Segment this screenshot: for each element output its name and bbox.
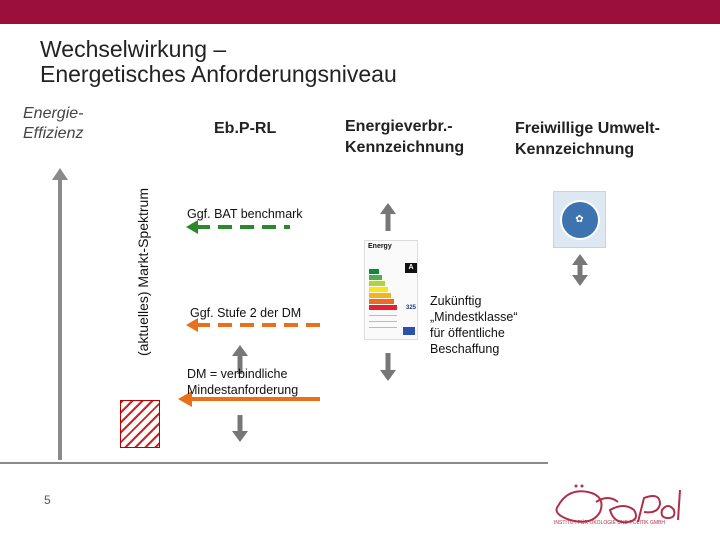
dm-note-line-1: DM = verbindliche [187,367,288,381]
energy-value: 325 [406,305,417,311]
energy-bar-1 [369,269,379,274]
eco-heading-line-2: Kennzeichnung [515,141,635,158]
energy-label-icon: Energy A 325 [364,240,418,340]
dm-minimum-note: DM = verbindliche Mindestanforderung [187,366,298,398]
ebp-down-arrow-icon [232,415,248,442]
label-text-line [369,327,397,328]
blue-angel-emblem-icon: ✿ [559,199,600,240]
dm-note-line-2: Mindestanforderung [187,383,299,397]
eco-label-up-down-arrow-icon [572,254,588,286]
bat-benchmark-note: Ggf. BAT benchmark [187,207,303,221]
page-number: 5 [44,493,51,507]
energy-label-up-arrow-icon [380,203,396,231]
efficiency-axis-label: Energie- Effizienz [23,104,83,144]
energy-label-down-arrow-icon [380,353,396,381]
future-minimum-class-note: Zukünftig „Mindestklasse“ für öffentlich… [430,293,518,357]
dm-left-arrow-icon [178,391,320,407]
slide-title: Wechselwirkung – Energetisches Anforderu… [40,37,397,87]
top-accent-bar [0,0,720,24]
bat-left-arrow-icon [186,220,290,234]
ebp-up-arrow-icon [232,345,248,374]
okopol-logo-graphic [555,484,681,524]
energy-bar-4 [369,287,388,292]
efficiency-label-line-2: Effizienz [23,125,84,142]
energy-class-badge: A [405,263,417,273]
ebp-column-heading: Eb.P-RL [214,120,277,137]
okopol-logo-subtitle: INSTITUT FÜR ÖKOLOGIE UND POLITIK GMBH [554,520,666,526]
label-text-line [369,315,397,316]
label-text-line [369,321,397,322]
title-line-2: Energetisches Anforderungsniveau [40,61,397,87]
energy-label-column-heading: Energieverbr.- Kennzeichnung [345,116,464,158]
energy-bar-7 [369,305,397,310]
energy-bar-6 [369,299,394,304]
efficiency-label-line-1: Energie- [23,105,84,122]
eu-flag-icon [403,327,415,335]
energy-bar-5 [369,293,391,298]
stage2-note: Ggf. Stufe 2 der DM [190,306,302,320]
energy-bar-2 [369,275,382,280]
okopol-logo: INSTITUT FÜR ÖKOLOGIE UND POLITIK GMBH [548,480,688,535]
future-note-line-2: „Mindestklasse“ [430,310,518,324]
below-minimum-hatched-area [120,400,160,448]
future-note-line-1: Zukünftig [430,294,482,308]
eco-label-column-heading: Freiwillige Umwelt- Kennzeichnung [515,118,660,160]
energy-label-heading: Energy [368,243,392,250]
efficiency-axis-arrow-icon [52,168,68,460]
future-note-line-3: für öffentliche [430,326,505,340]
energy-heading-line-2: Kennzeichnung [345,139,465,156]
energy-bar-3 [369,281,385,286]
energy-heading-line-1: Energieverbr.- [345,118,453,135]
eco-heading-line-1: Freiwillige Umwelt- [515,120,660,137]
eco-label-icon: ✿ [553,191,606,248]
title-line-1: Wechselwirkung – [40,36,227,62]
future-note-line-4: Beschaffung [430,342,500,356]
stage2-left-arrow-icon [186,318,320,332]
